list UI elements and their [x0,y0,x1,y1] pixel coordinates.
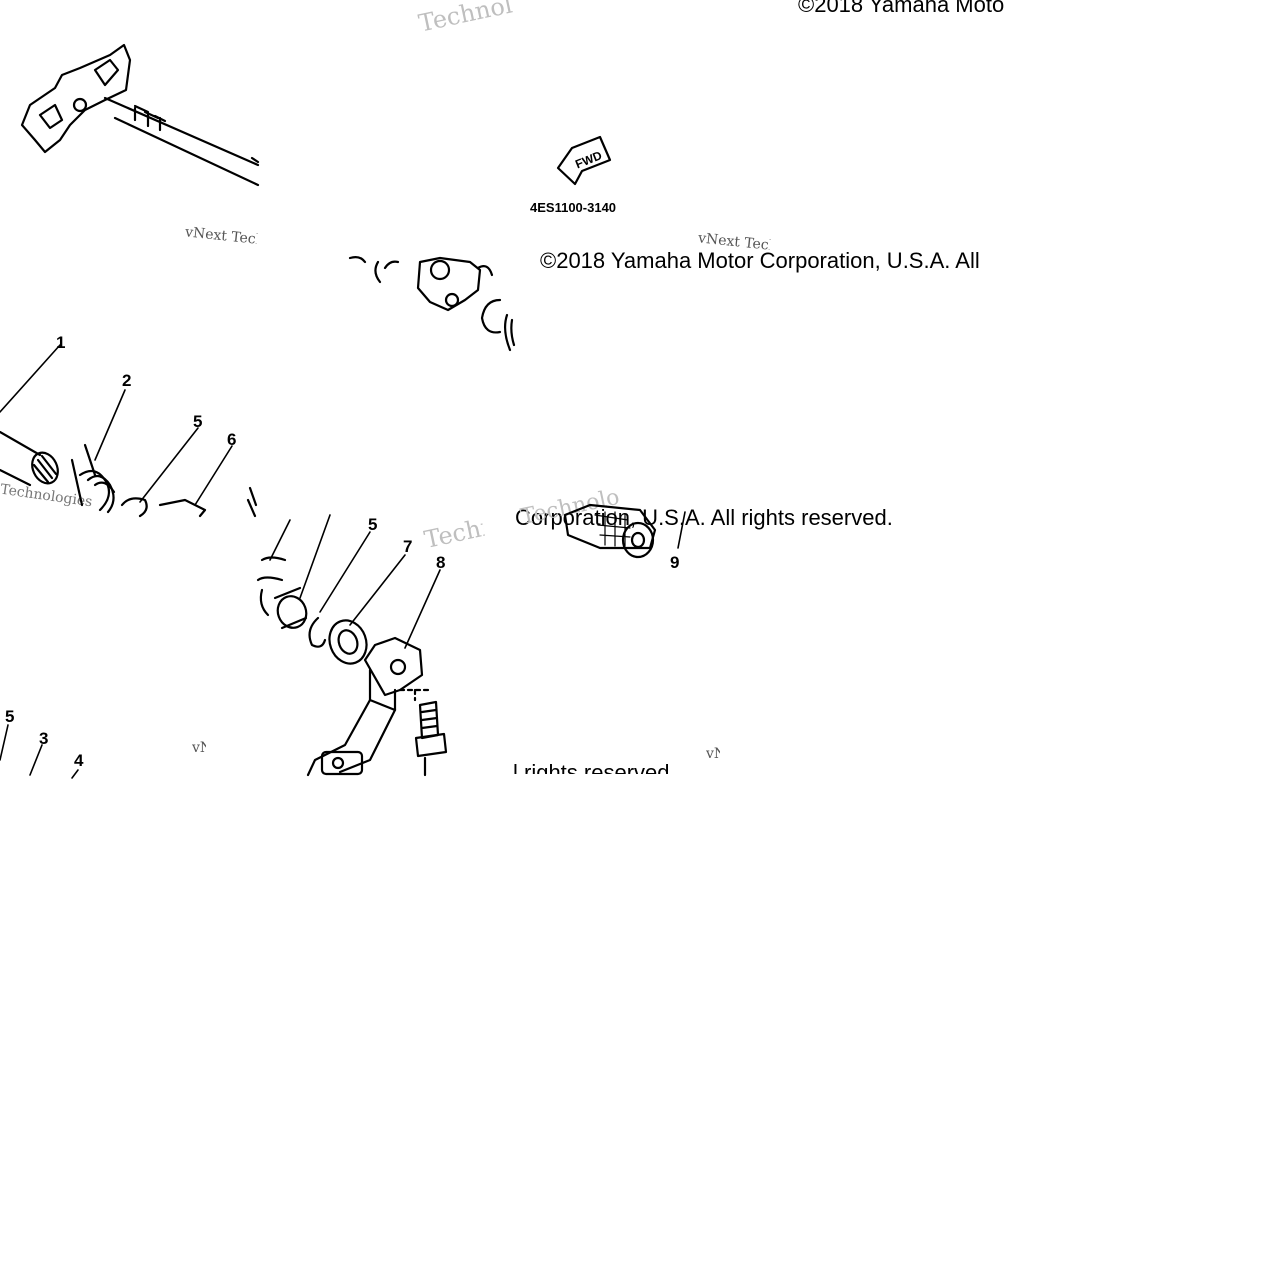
shift-shaft-assembly [20,43,260,187]
callout-8: 8 [436,553,445,572]
callout-4: 4 [74,751,84,770]
shift-lever-group [256,514,448,777]
lower-left-parts [0,724,79,779]
clip-fragments [348,256,516,352]
callout-9: 9 [670,553,679,572]
knob-part [563,503,686,559]
copyright-top: ©2018 Yamaha Moto [798,0,1005,17]
copyright-middle: ©2018 Yamaha Motor Corporation, U.S.A. A… [540,248,980,273]
part-code: 4ES1100-3140 [530,200,616,215]
callout-5a: 5 [193,412,202,431]
copyright-bottom: l rights reserved. [513,760,676,774]
callout-1: 1 [56,333,65,352]
fwd-arrow-icon: FWD [556,135,612,186]
callout-6: 6 [227,430,236,449]
callout-3: 3 [39,729,48,748]
callout-5c: 5 [5,707,14,726]
shaft-spring-group [0,344,258,518]
callout-2: 2 [122,371,131,390]
callout-7: 7 [403,537,412,556]
callout-5b: 5 [368,515,377,534]
